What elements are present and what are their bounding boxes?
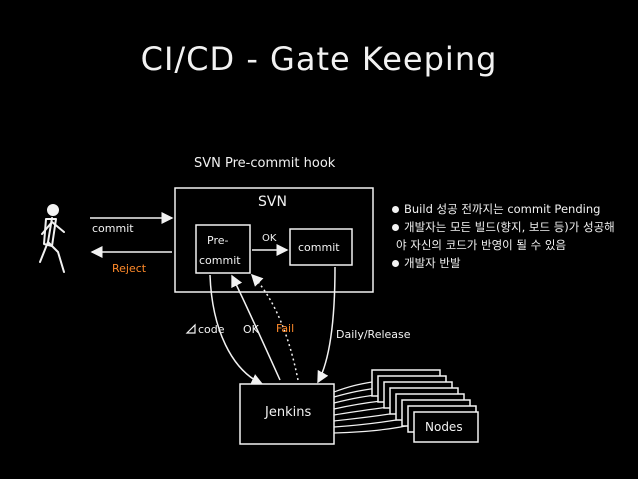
jenkins-ok-arrow xyxy=(231,274,281,381)
svn-box xyxy=(174,187,374,293)
jenkins-box xyxy=(239,383,335,445)
commit-box xyxy=(289,228,353,266)
note-item: 개발자는 모든 빌드(향지, 보드 등)가 성공해 xyxy=(392,218,615,236)
notes-list: Build 성공 전까지는 commit Pending 개발자는 모든 빌드(… xyxy=(392,200,615,272)
reject-arrow-label: Reject xyxy=(112,262,147,275)
fail-arrow xyxy=(250,273,299,381)
code-arrow xyxy=(209,274,264,385)
ok-inner-label: OK xyxy=(262,233,277,244)
precommit-label-line1: Pre- xyxy=(207,234,229,247)
commit-arrow-label: commit xyxy=(92,222,134,235)
nodes-label: Nodes xyxy=(425,420,463,434)
note-item-continuation: 야 자신의 코드가 반영이 될 수 있음 xyxy=(396,238,567,252)
developer-icon xyxy=(39,204,65,273)
page-title: CI/CD - Gate Keeping xyxy=(140,40,498,78)
precommit-box xyxy=(195,224,251,274)
note-item: Build 성공 전까지는 commit Pending xyxy=(392,200,615,218)
fail-label: Fail xyxy=(276,322,295,335)
jenkins-ok-label: OK xyxy=(243,323,259,336)
daily-release-label: Daily/Release xyxy=(336,328,411,341)
note-item: 개발자 반발 xyxy=(392,254,615,272)
svn-label: SVN xyxy=(258,194,287,210)
commit-inner-label: commit xyxy=(298,241,340,254)
code-label: code xyxy=(198,323,225,336)
daily-release-arrow xyxy=(317,266,336,384)
node-stack xyxy=(371,369,479,443)
jenkins-label: Jenkins xyxy=(265,405,312,420)
delta-icon xyxy=(185,323,196,334)
precommit-label-line2: commit xyxy=(199,254,241,267)
hook-label: SVN Pre-commit hook xyxy=(194,156,336,171)
